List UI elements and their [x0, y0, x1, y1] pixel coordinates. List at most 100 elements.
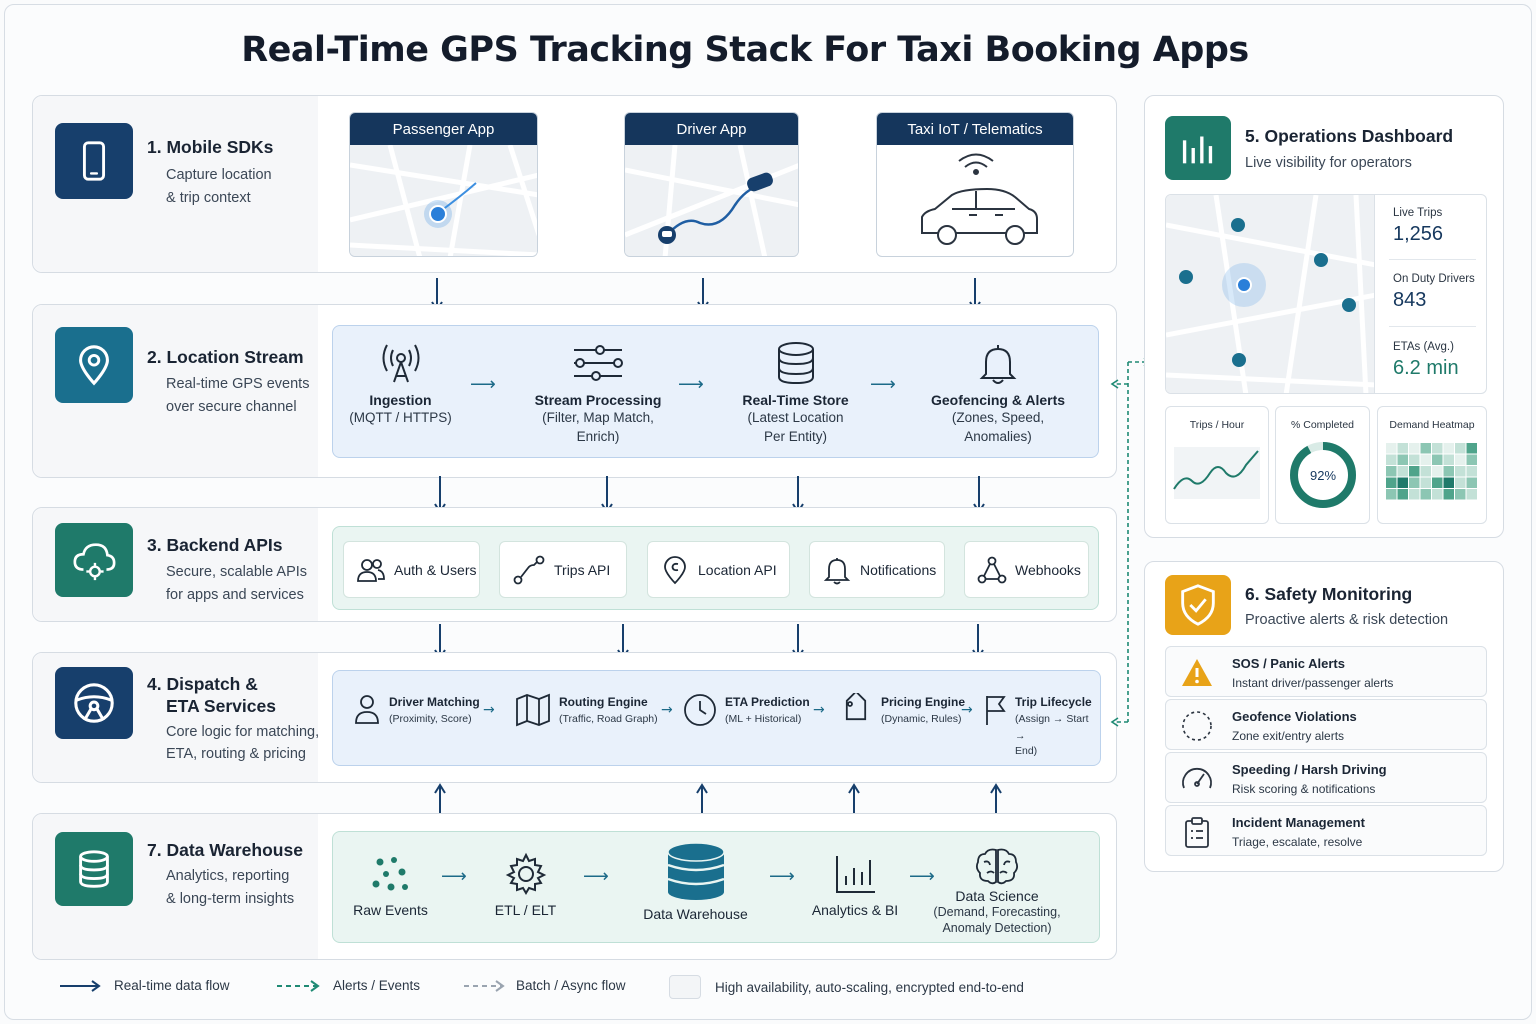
card-header: Driver App: [625, 113, 798, 145]
heatmap-cell: [1455, 454, 1466, 465]
connected-car-icon: [877, 145, 1073, 256]
legend-availability: High availability, auto-scaling, encrypt…: [669, 975, 1024, 999]
api-webhooks[interactable]: Webhooks: [964, 541, 1089, 598]
kpi-eta-avg: ETAs (Avg.) 6.2 min: [1393, 341, 1459, 379]
section-title: ETA Services: [166, 696, 276, 716]
flow-arrow: →: [961, 702, 973, 718]
bar-chart-icon: [1165, 116, 1231, 180]
cloud-gear-icon: [55, 523, 133, 597]
completed-percent-chart: % Completed 92%: [1275, 406, 1370, 524]
alert-speeding-harsh-driving[interactable]: Speeding / Harsh Driving Risk scoring & …: [1165, 752, 1487, 803]
heatmap-cell: [1409, 477, 1420, 488]
section-dispatch-eta: 4. Dispatch & ETA Services Core logic fo…: [32, 652, 1117, 783]
live-map: [1165, 194, 1375, 394]
tag-icon: [845, 693, 867, 721]
legend-alerts: Alerts / Events: [277, 978, 420, 993]
driver-app-card: Driver App: [624, 112, 799, 257]
dispatch-pipeline: Driver Matching(Proximity, Score) → Rout…: [332, 670, 1101, 766]
section-subtitle: over secure channel: [166, 399, 297, 415]
heatmap-cell: [1420, 466, 1431, 477]
api-location[interactable]: Location API: [647, 541, 790, 598]
gray-dashed-arrow-icon: [464, 979, 505, 992]
flow-arrow: ⟶: [441, 866, 467, 887]
section-backend-apis: 3. Backend APIs Secure, scalable APIs fo…: [32, 507, 1117, 622]
heatmap-cell: [1397, 443, 1408, 454]
flow-arrow: ⟶: [470, 374, 496, 395]
route-icon: [513, 555, 545, 584]
clock-icon: [684, 694, 716, 726]
card-header: Taxi IoT / Telematics: [877, 113, 1073, 145]
flow-arrow: [848, 783, 860, 815]
api-notifications[interactable]: Notifications: [809, 541, 945, 598]
location-icon: [664, 555, 686, 584]
flow-arrow: →: [813, 702, 825, 718]
flow-arrow: ⟶: [678, 374, 704, 395]
heatmap-cell: [1443, 443, 1454, 454]
heatmap-cell: [1443, 477, 1454, 488]
gear-icon: [505, 852, 546, 895]
api-auth-users[interactable]: Auth & Users: [343, 541, 480, 598]
heatmap-cell: [1397, 454, 1408, 465]
section-safety-monitoring: 6. Safety Monitoring Proactive alerts & …: [1144, 561, 1504, 872]
section-subtitle: Real-time GPS events: [166, 376, 310, 392]
clipboard-icon: [1185, 817, 1209, 848]
kpi-live-trips: Live Trips 1,256: [1393, 207, 1444, 245]
flow-arrow: →: [483, 702, 495, 718]
api-list: Auth & Users Trips API Location API Noti…: [332, 526, 1099, 610]
section-location-stream: 2. Location Stream Real-time GPS events …: [32, 304, 1117, 478]
stage-routing-engine: Routing Engine(Traffic, Road Graph): [515, 693, 658, 728]
flow-arrow: ⟶: [870, 374, 896, 395]
heatmap-cell: [1466, 489, 1477, 500]
heatmap-cell: [1443, 454, 1454, 465]
steering-wheel-icon: [55, 667, 133, 739]
heatmap-cell: [1386, 466, 1397, 477]
heatmap-cell: [1432, 454, 1443, 465]
heatmap-cell: [1455, 477, 1466, 488]
api-trips[interactable]: Trips API: [499, 541, 627, 598]
flow-arrow: ⟶: [583, 866, 609, 887]
heatmap-cell: [1397, 489, 1408, 500]
alert-geofence-violations[interactable]: Geofence Violations Zone exit/entry aler…: [1165, 699, 1487, 750]
section-title: 1. Mobile SDKs: [147, 137, 274, 157]
flow-arrow: [990, 783, 1002, 815]
section-mobile-sdks: 1. Mobile SDKs Capture location & trip c…: [32, 95, 1117, 273]
stage-real-time-store: Real-Time Store (Latest Location Per Ent…: [723, 340, 868, 446]
section-subtitle: Capture location: [166, 167, 272, 183]
heatmap-cell: [1409, 466, 1420, 477]
flag-icon: [986, 696, 1006, 725]
availability-swatch: [669, 975, 701, 999]
heatmap-cell: [1455, 489, 1466, 500]
heatmap-cell: [1409, 454, 1420, 465]
section-subtitle: Core logic for matching,: [166, 724, 320, 740]
passenger-app-card: Passenger App: [349, 112, 538, 257]
database-icon: [777, 342, 814, 385]
stream-pipeline: Ingestion (MQTT / HTTPS) ⟶ Stream Proces…: [332, 325, 1099, 458]
heatmap-cell: [1386, 454, 1397, 465]
heatmap-cell: [1443, 489, 1454, 500]
database-icon: [55, 832, 133, 906]
section-title: 3. Backend APIs: [147, 535, 283, 555]
stage-etl-elt: ETL / ELT: [483, 852, 568, 918]
section-title: 4. Dispatch &: [147, 674, 258, 694]
stage-geofencing-alerts: Geofencing & Alerts (Zones, Speed, Anoma…: [918, 340, 1078, 446]
heatmap-cell: [1420, 443, 1431, 454]
heatmap-cell: [1443, 466, 1454, 477]
speedometer-icon: [1182, 767, 1212, 789]
warning-icon: [1182, 659, 1212, 686]
heatmap-cell: [1466, 477, 1477, 488]
smartphone-icon: [55, 123, 133, 199]
users-icon: [357, 558, 385, 582]
stage-analytics-bi: Analytics & BI: [805, 852, 905, 918]
alert-sos-panic[interactable]: SOS / Panic Alerts Instant driver/passen…: [1165, 646, 1487, 697]
heatmap-cell: [1420, 477, 1431, 488]
section-title: 2. Location Stream: [147, 347, 304, 367]
heatmap-cell: [1386, 477, 1397, 488]
completed-percent-value: 92%: [1310, 468, 1336, 483]
heatmap-cell: [1466, 443, 1477, 454]
section-operations-dashboard: 5. Operations Dashboard Live visibility …: [1144, 95, 1504, 538]
car-route-icon: [625, 144, 798, 256]
warehouse-pipeline: Raw Events ⟶ ETL / ELT ⟶ Data Warehouse …: [332, 831, 1100, 943]
solid-arrow-icon: [60, 979, 101, 992]
stage-eta-prediction: ETA Prediction(ML + Historical): [683, 693, 810, 728]
alert-incident-management[interactable]: Incident Management Triage, escalate, re…: [1165, 805, 1487, 856]
